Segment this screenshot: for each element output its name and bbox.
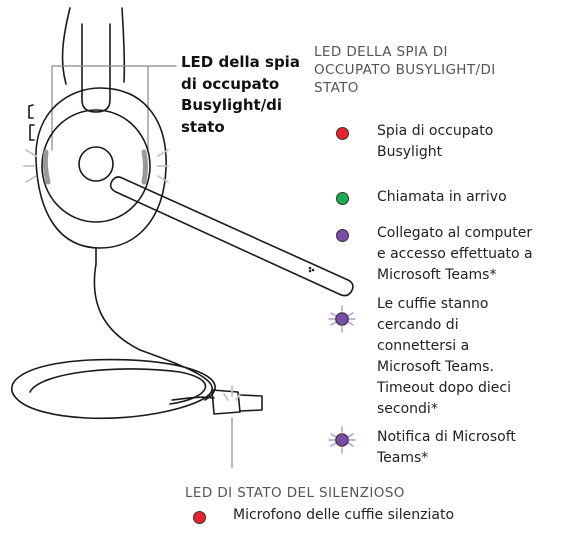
status-item-incoming-call: Chiamata in arrivo: [377, 189, 507, 205]
mute-section-title: LED DI STATO DEL SILENZIOSO: [185, 485, 405, 501]
cable-loop-2: [29, 368, 207, 405]
purple-blinking-dot-icon: [328, 426, 356, 454]
led-glow-rays: [23, 149, 241, 401]
cable: [11, 263, 216, 420]
status-item-searching-teams: Le cuffie stanno cercando di connettersi…: [377, 296, 511, 417]
status-indicator-red: [336, 127, 349, 140]
mic-grille: [308, 266, 315, 273]
cable-to-plug: [171, 396, 215, 401]
red-dot-icon: [193, 511, 206, 524]
side-buttons: [28, 104, 35, 141]
purple-dot-icon: [336, 229, 349, 242]
status-indicator-green: [336, 192, 349, 205]
usb-connector: [239, 394, 263, 412]
callout-bracket: [51, 65, 177, 151]
mute-item-mic-muted: Microfono delle cuffie silenziato: [233, 507, 455, 523]
status-item-teams-notification: Notifica di Microsoft Teams*: [377, 429, 516, 466]
earcup-outer: [35, 87, 167, 249]
earcup-hub: [78, 146, 114, 182]
slider-arm: [81, 23, 111, 113]
led-ring-left: [42, 149, 51, 185]
headband-inner: [121, 7, 126, 83]
status-item-busylight: Spia di occupato Busylight: [377, 123, 494, 160]
headband: [61, 7, 71, 85]
status-section-title: LED DELLA SPIA DI OCCUPATO BUSYLIGHT/DI …: [314, 44, 496, 96]
boom-arm: [109, 176, 354, 297]
led-ring-right: [141, 149, 148, 185]
status-indicator-purple: [336, 229, 349, 242]
usb-plug: [211, 389, 241, 415]
purple-blinking-dot-icon: [328, 305, 356, 333]
green-dot-icon: [336, 192, 349, 205]
red-dot-icon: [336, 127, 349, 140]
busylight-callout-label: LED della spia di occupato Busylight/di …: [181, 53, 300, 136]
status-item-connected-teams: Collegato al computer e accesso effettua…: [377, 225, 533, 283]
earcup-inner: [41, 109, 151, 223]
mute-indicator-red: [193, 511, 206, 524]
